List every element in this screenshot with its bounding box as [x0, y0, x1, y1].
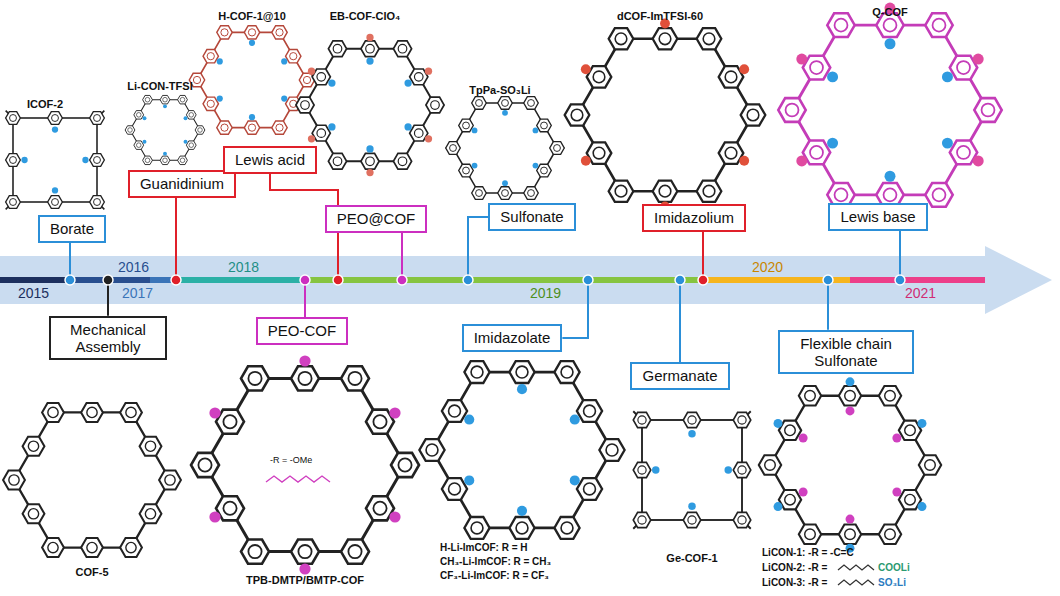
timeline-dot — [65, 275, 75, 285]
category-box: Lewis acid — [223, 146, 317, 173]
category-box: Germanate — [630, 362, 729, 389]
leader-line — [562, 280, 588, 338]
structure-dcof — [565, 19, 766, 212]
structure-name: Q-COF — [872, 6, 907, 19]
timeline-dot — [463, 275, 473, 285]
structure-gecof — [633, 411, 751, 529]
structure-cof5 — [3, 403, 181, 557]
category-box: PEO-COF — [256, 317, 348, 344]
category-box: Flexible chain Sulfonate — [778, 330, 914, 375]
timeline-band — [0, 246, 1052, 314]
box-text: Imidazolium — [654, 209, 734, 226]
timeline-dot — [823, 275, 833, 285]
leader-line — [175, 198, 177, 280]
box-text: Borate — [50, 220, 94, 237]
category-box: Borate — [38, 215, 106, 242]
structure-name: ICOF-2 — [27, 98, 63, 111]
timeline-dots — [65, 275, 905, 285]
box-text: Lewis acid — [235, 151, 305, 168]
structure-hcof — [189, 26, 314, 135]
structure-name: dCOF-ImTFSI-60 — [617, 10, 703, 23]
timeline-dot — [300, 275, 310, 285]
leader-line — [899, 231, 901, 280]
structure-name: Li-CON-TFSI — [127, 80, 192, 93]
structure-licon — [759, 377, 941, 552]
box-text: Lewis base — [840, 208, 915, 225]
leader-line — [702, 232, 704, 280]
timeline-dot — [583, 275, 593, 285]
timeline-dot — [675, 275, 685, 285]
timeline-dot — [397, 275, 407, 285]
leader-line — [401, 233, 403, 280]
box-text: Guanidinium — [140, 175, 224, 192]
structure-name: LiCON-1: -R = -C=C — [762, 547, 854, 559]
timeline-segments — [0, 277, 985, 283]
structure-name: LiCON-3: -R = — [762, 577, 827, 589]
structure-qcof — [778, 3, 1001, 218]
structure-name: EB-COF-ClO₄ — [330, 10, 401, 23]
box-text: Imidazolate — [474, 329, 551, 346]
structure-name: H-COF-1@10 — [218, 10, 286, 23]
structure-name: COF-5 — [76, 566, 109, 579]
timeline-dot — [698, 275, 708, 285]
category-box: Imidazolium — [642, 204, 746, 231]
side-chain — [838, 565, 874, 585]
structure-name: TpPa-SO₃Li — [469, 84, 530, 97]
structure-name: H-Li-ImCOF: R = H — [440, 542, 528, 554]
structure-tpb — [191, 355, 419, 574]
category-box: Imidazolate — [462, 324, 563, 351]
year-label: 2016 — [118, 259, 149, 275]
year-label: 2020 — [752, 259, 783, 275]
structure-tppa — [446, 97, 565, 200]
timeline-dot — [103, 275, 113, 285]
box-text: PEO@COF — [337, 210, 416, 227]
structure-ebcof — [296, 34, 444, 176]
leader-line — [827, 280, 829, 330]
box-text: Mechanical Assembly — [61, 321, 155, 356]
structure-imcof — [419, 361, 624, 539]
structure-name: TPB-DMTP/BMTP-COF — [246, 574, 364, 587]
year-label: 2018 — [228, 259, 259, 275]
structure-name: CF₃-Li-ImCOF: R = CF₃ — [440, 570, 549, 582]
category-box: Guanidinium — [128, 170, 236, 197]
box-text: Germanate — [642, 367, 717, 384]
structure-icof2 — [6, 111, 105, 210]
category-box: Sulfonate — [488, 203, 575, 230]
structure-name: LiCON-2: -R = — [762, 562, 827, 574]
structure-name: CH₃-Li-ImCOF: R = CH₃ — [440, 556, 551, 568]
timeline-dot — [895, 275, 905, 285]
box-text: Flexible chain Sulfonate — [790, 335, 902, 370]
category-box: Lewis base — [828, 203, 927, 230]
category-box: PEO@COF — [325, 205, 428, 232]
structure-licon-tfsi — [125, 95, 205, 164]
box-text: Sulfonate — [500, 208, 563, 225]
substituent-note: -R = -OMe — [270, 455, 312, 465]
year-label: 2017 — [122, 285, 153, 301]
year-label: 2019 — [530, 285, 561, 301]
timeline-dot — [333, 275, 343, 285]
timeline-dot — [171, 275, 181, 285]
box-text: PEO-COF — [268, 322, 336, 339]
leader-line — [679, 280, 681, 362]
category-box: Mechanical Assembly — [49, 316, 167, 361]
leader-line — [468, 217, 488, 280]
year-label: 2021 — [905, 285, 936, 301]
substituent-note: COOLi — [878, 562, 910, 574]
structure-name: Ge-COF-1 — [666, 552, 717, 565]
year-label: 2015 — [18, 285, 49, 301]
substituent-note: SO₃Li — [878, 577, 906, 589]
